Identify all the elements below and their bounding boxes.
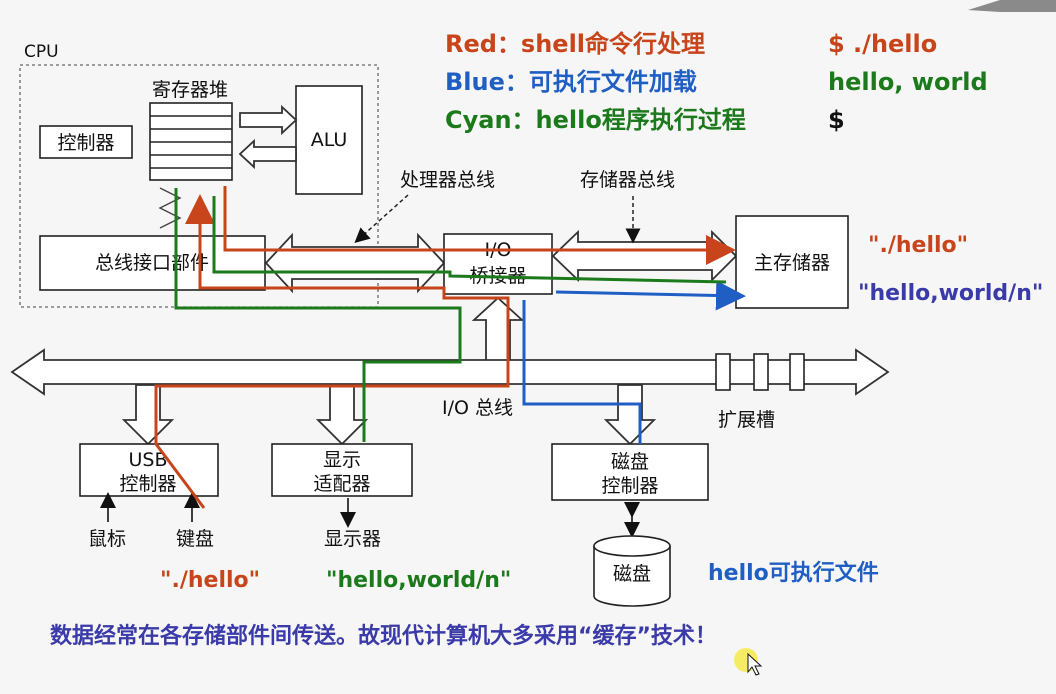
bus-interface-box: [39, 235, 266, 291]
disk-cylinder: [593, 535, 671, 607]
io-to-disk-arrow: [603, 384, 657, 446]
memory-bus-label: 存储器总线: [580, 169, 675, 191]
io-bridge-box: [443, 233, 553, 295]
keyboard-input-note: "./hello": [160, 568, 260, 593]
usb-line2: 控制器: [119, 473, 176, 495]
memory-note-hello-output: "hello,world/n": [858, 281, 1043, 306]
disk-controller-box: [551, 443, 709, 501]
main-memory-label: 主存储器: [754, 252, 830, 274]
reg-to-alu-arrow: [239, 104, 298, 136]
disk-controller-line2: 控制器: [601, 475, 658, 497]
io-bus-label: I/O 总线: [442, 397, 513, 419]
reg-bus-link: [158, 187, 182, 229]
io-to-usb-arrow: [121, 384, 175, 446]
disk-controller-line1: 磁盘: [611, 451, 649, 473]
memory-bus-arrow: [551, 229, 738, 283]
register-file-label: 寄存器堆: [152, 79, 228, 101]
register-file: [149, 102, 233, 181]
alu-to-reg-arrow: [238, 138, 297, 170]
footer-note: 数据经常在各存储部件间传送。故现代计算机大多采用“缓存”技术！: [50, 623, 717, 649]
terminal-output: hello, world: [828, 68, 988, 96]
mouse-label: 鼠标: [88, 528, 126, 550]
display-adapter-box: [271, 443, 413, 497]
legend-red: Red：shell命令行处理: [445, 30, 705, 58]
terminal-prompt: $: [828, 106, 845, 134]
io-to-display-arrow: [315, 384, 369, 446]
display-line1: 显示: [323, 449, 361, 471]
blue-path-bridge-to-memory: [555, 280, 746, 311]
alu-label: ALU: [311, 129, 348, 151]
controller-box: [39, 125, 133, 159]
expansion-slots: [715, 353, 805, 391]
green-path-register-to-display: [174, 188, 462, 442]
expansion-slot-label: 扩展槽: [718, 409, 775, 431]
terminal-command: $ ./hello: [828, 30, 937, 58]
mouse-cursor-icon: [747, 652, 763, 676]
disk-label: 磁盘: [613, 563, 651, 585]
main-memory-box: [735, 215, 849, 309]
processor-bus-arrow: [264, 232, 446, 294]
monitor-label: 显示器: [324, 528, 381, 550]
cpu-label: CPU: [24, 42, 59, 62]
controller-label: 控制器: [57, 132, 114, 154]
keyboard-label: 键盘: [176, 528, 214, 550]
legend-cyan: Cyan：hello程序执行过程: [445, 106, 746, 134]
display-line2: 适配器: [313, 473, 370, 495]
usb-line1: USB: [128, 449, 167, 471]
display-output-note: "hello,world/n": [326, 568, 511, 593]
usb-controller-box: [79, 443, 219, 497]
processor-bus-label: 处理器总线: [400, 169, 495, 191]
red-path-register-to-memory: [223, 186, 736, 265]
legend-blue: Blue：可执行文件加载: [445, 68, 697, 96]
executable-note: hello可执行文件: [708, 560, 879, 586]
bus-interface-label: 总线接口部件: [95, 252, 209, 274]
alu-box: [295, 85, 363, 195]
io-bus-arrow: [10, 348, 890, 396]
red-path-keyboard-to-register: [154, 194, 510, 509]
green-path-memory-to-register: [212, 196, 727, 284]
memory-note-hello-cmd: "./hello": [868, 233, 968, 258]
corner-fragment: [968, 0, 1056, 12]
blue-path-disk-to-bridge: [522, 300, 642, 444]
